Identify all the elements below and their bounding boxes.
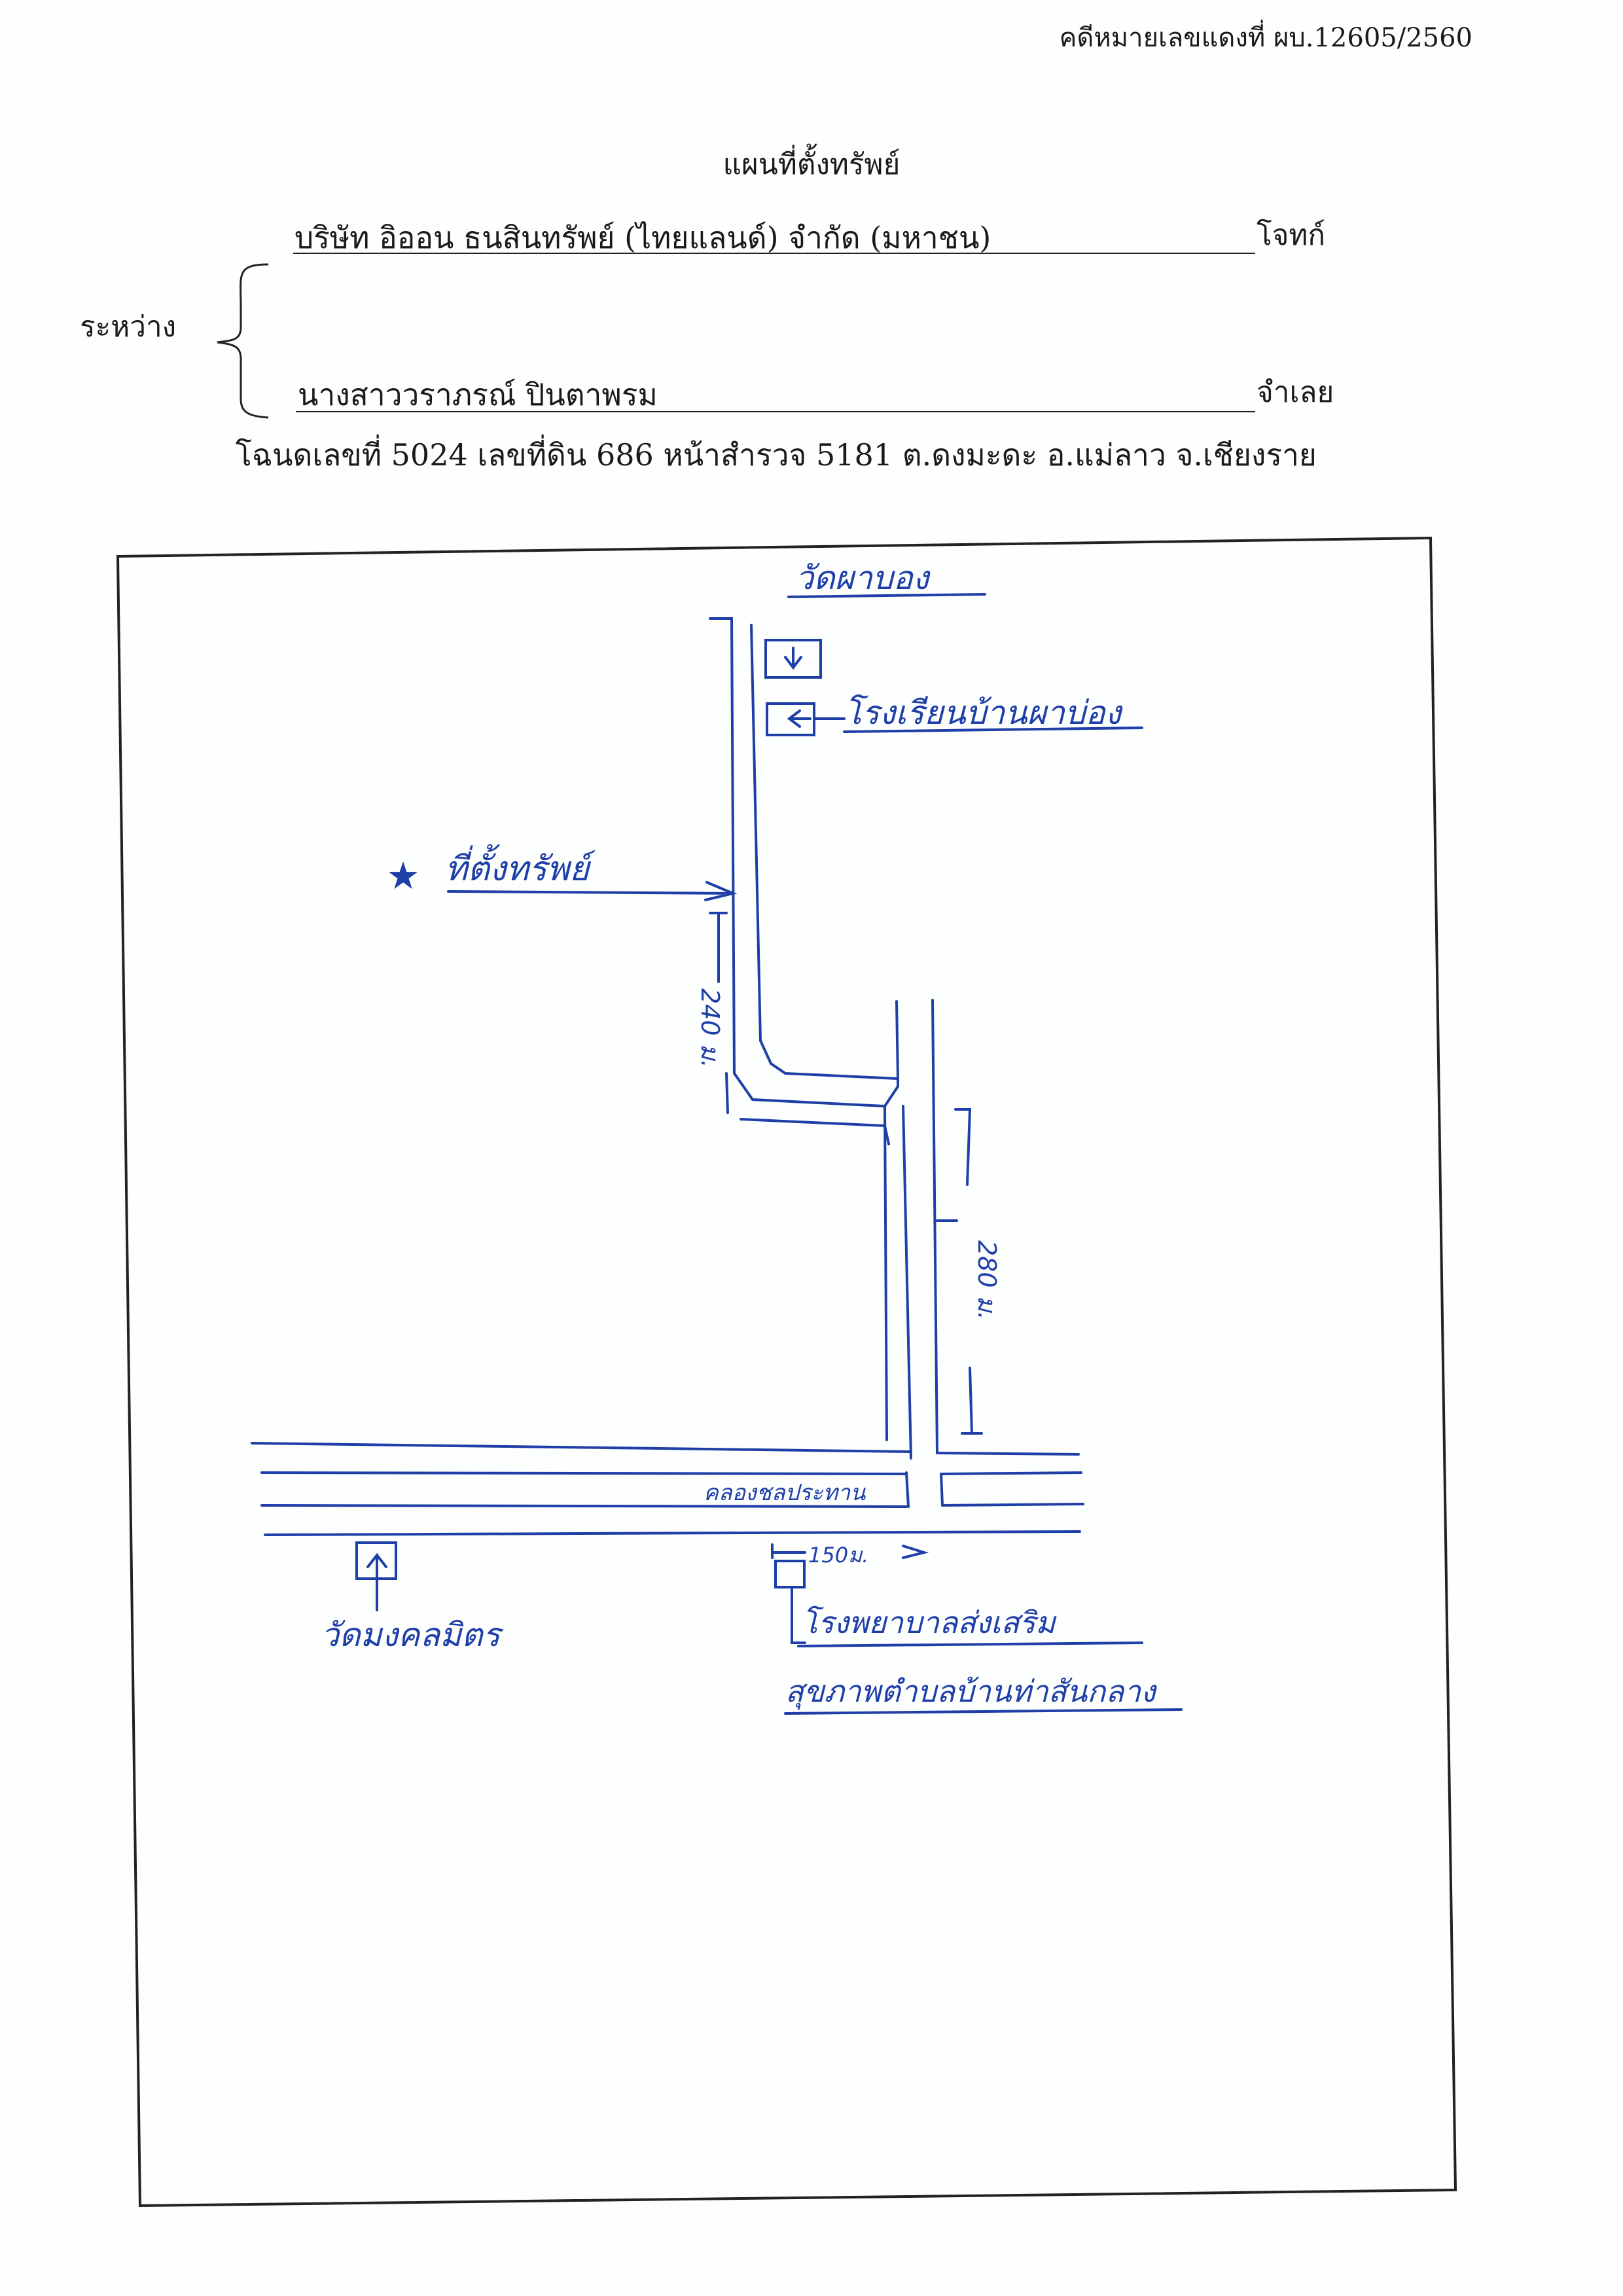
road-north-left-edge xyxy=(709,617,888,1441)
label-temple-bottom: วัดมงคลมิตร xyxy=(321,1616,503,1654)
plaintiff-role: โจทก์ xyxy=(1257,219,1326,252)
road-north-right-edge xyxy=(750,624,900,1081)
map-frame xyxy=(116,536,1457,2208)
document-title: แผนที่ตั้งทรัพย์ xyxy=(722,148,901,181)
arrow-down-icon xyxy=(784,647,802,670)
canal-line-1 xyxy=(251,1442,911,1453)
defendant-role: จำเลย xyxy=(1257,376,1334,409)
arrow-up-icon xyxy=(366,1552,387,1611)
between-label: ระหว่าง xyxy=(80,310,177,344)
road-east-left-edge xyxy=(902,1105,912,1460)
temple-top-underline xyxy=(787,593,986,598)
school-underline xyxy=(843,726,1143,733)
label-temple-top: วัดผาบอง xyxy=(795,559,931,597)
canal-gap-right xyxy=(940,1473,944,1507)
canal-line-4 xyxy=(264,1530,1081,1536)
arrow-left-icon xyxy=(787,709,812,728)
label-canal: คลองชลประทาน xyxy=(704,1480,866,1506)
hospital-box xyxy=(774,1560,806,1588)
plaintiff-underline xyxy=(293,253,1255,254)
label-school: โรงเรียนบ้านผาบ่อง xyxy=(844,694,1124,732)
canal-east-1 xyxy=(940,1471,1082,1475)
plaintiff-name: บริษัท อิออน ธนสินทรัพย์ (ไทยแลนด์) จำกั… xyxy=(294,220,991,255)
label-distance-240: 240 ม. xyxy=(696,988,724,1068)
hospital-underline-1 xyxy=(797,1641,1143,1647)
road-branch-upper xyxy=(883,1077,899,1107)
hospital-underline-2 xyxy=(784,1708,1183,1715)
distance-240-line xyxy=(709,912,729,1114)
canal-line-2 xyxy=(260,1471,908,1475)
label-property: ที่ตั้งทรัพย์ xyxy=(445,844,596,889)
temple-top-box xyxy=(764,639,822,679)
road-branch-lower xyxy=(740,1118,890,1145)
distance-150-line xyxy=(771,1543,929,1559)
canal-east-2 xyxy=(941,1503,1084,1507)
defendant-underline xyxy=(296,411,1255,412)
label-hospital-line2: สุขภาพตำบลบ้านท่าสันกลาง xyxy=(785,1674,1158,1710)
label-distance-280: 280 ม. xyxy=(972,1240,1001,1320)
case-number: คดีหมายเลขแดงที่ ผบ.12605/2560 xyxy=(1059,23,1472,53)
hospital-pointer xyxy=(791,1586,806,1644)
deed-info: โฉนดเลขที่ 5024 เลขที่ดิน 686 หน้าสำรวจ … xyxy=(236,437,1317,473)
label-distance-150: 150ม. xyxy=(808,1543,868,1568)
label-hospital-line1: โรงพยาบาลส่งเสริม xyxy=(802,1605,1057,1640)
distance-280-line xyxy=(936,1108,983,1435)
defendant-name: นางสาววราภรณ์ ปินตาพรม xyxy=(298,377,658,412)
road-east-right-edge xyxy=(931,999,1080,1456)
canal-line-3 xyxy=(260,1504,908,1508)
canal-gap-left xyxy=(905,1471,910,1508)
property-pointer xyxy=(447,881,738,901)
between-brace xyxy=(217,263,269,419)
star-icon: ★ xyxy=(386,853,420,898)
